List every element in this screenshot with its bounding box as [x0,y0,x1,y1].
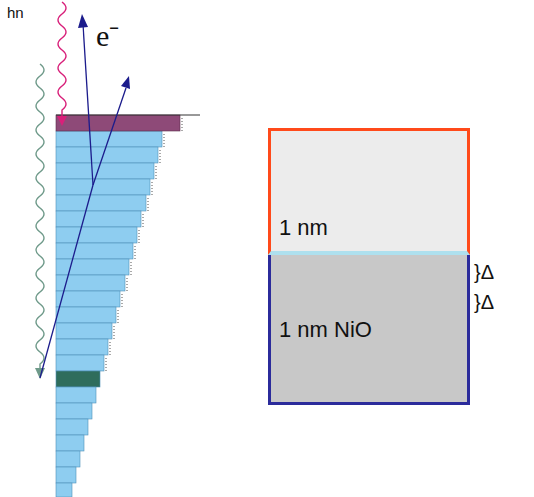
layer-shadows [106,118,182,371]
layer-label: 1 nm NiO [279,317,372,343]
surface-line [56,115,200,116]
electron-paths [40,24,126,378]
arrowhead [121,76,130,89]
arrowhead [57,116,67,126]
layer-box: 1 nm [268,128,470,255]
interface-width: }Δ [474,261,494,284]
electron-symbol: e⁻ [96,14,119,55]
layer-box: 1 nm NiO [268,255,470,405]
photon-wave [58,2,66,118]
layer-label: 1 nm [279,215,328,241]
layer-stack [56,131,162,497]
interface-width: }Δ [474,291,494,314]
top-layer [56,115,180,131]
photon-symbol: hn [5,4,26,21]
arrowhead [78,14,88,28]
photon-wave [36,64,44,370]
